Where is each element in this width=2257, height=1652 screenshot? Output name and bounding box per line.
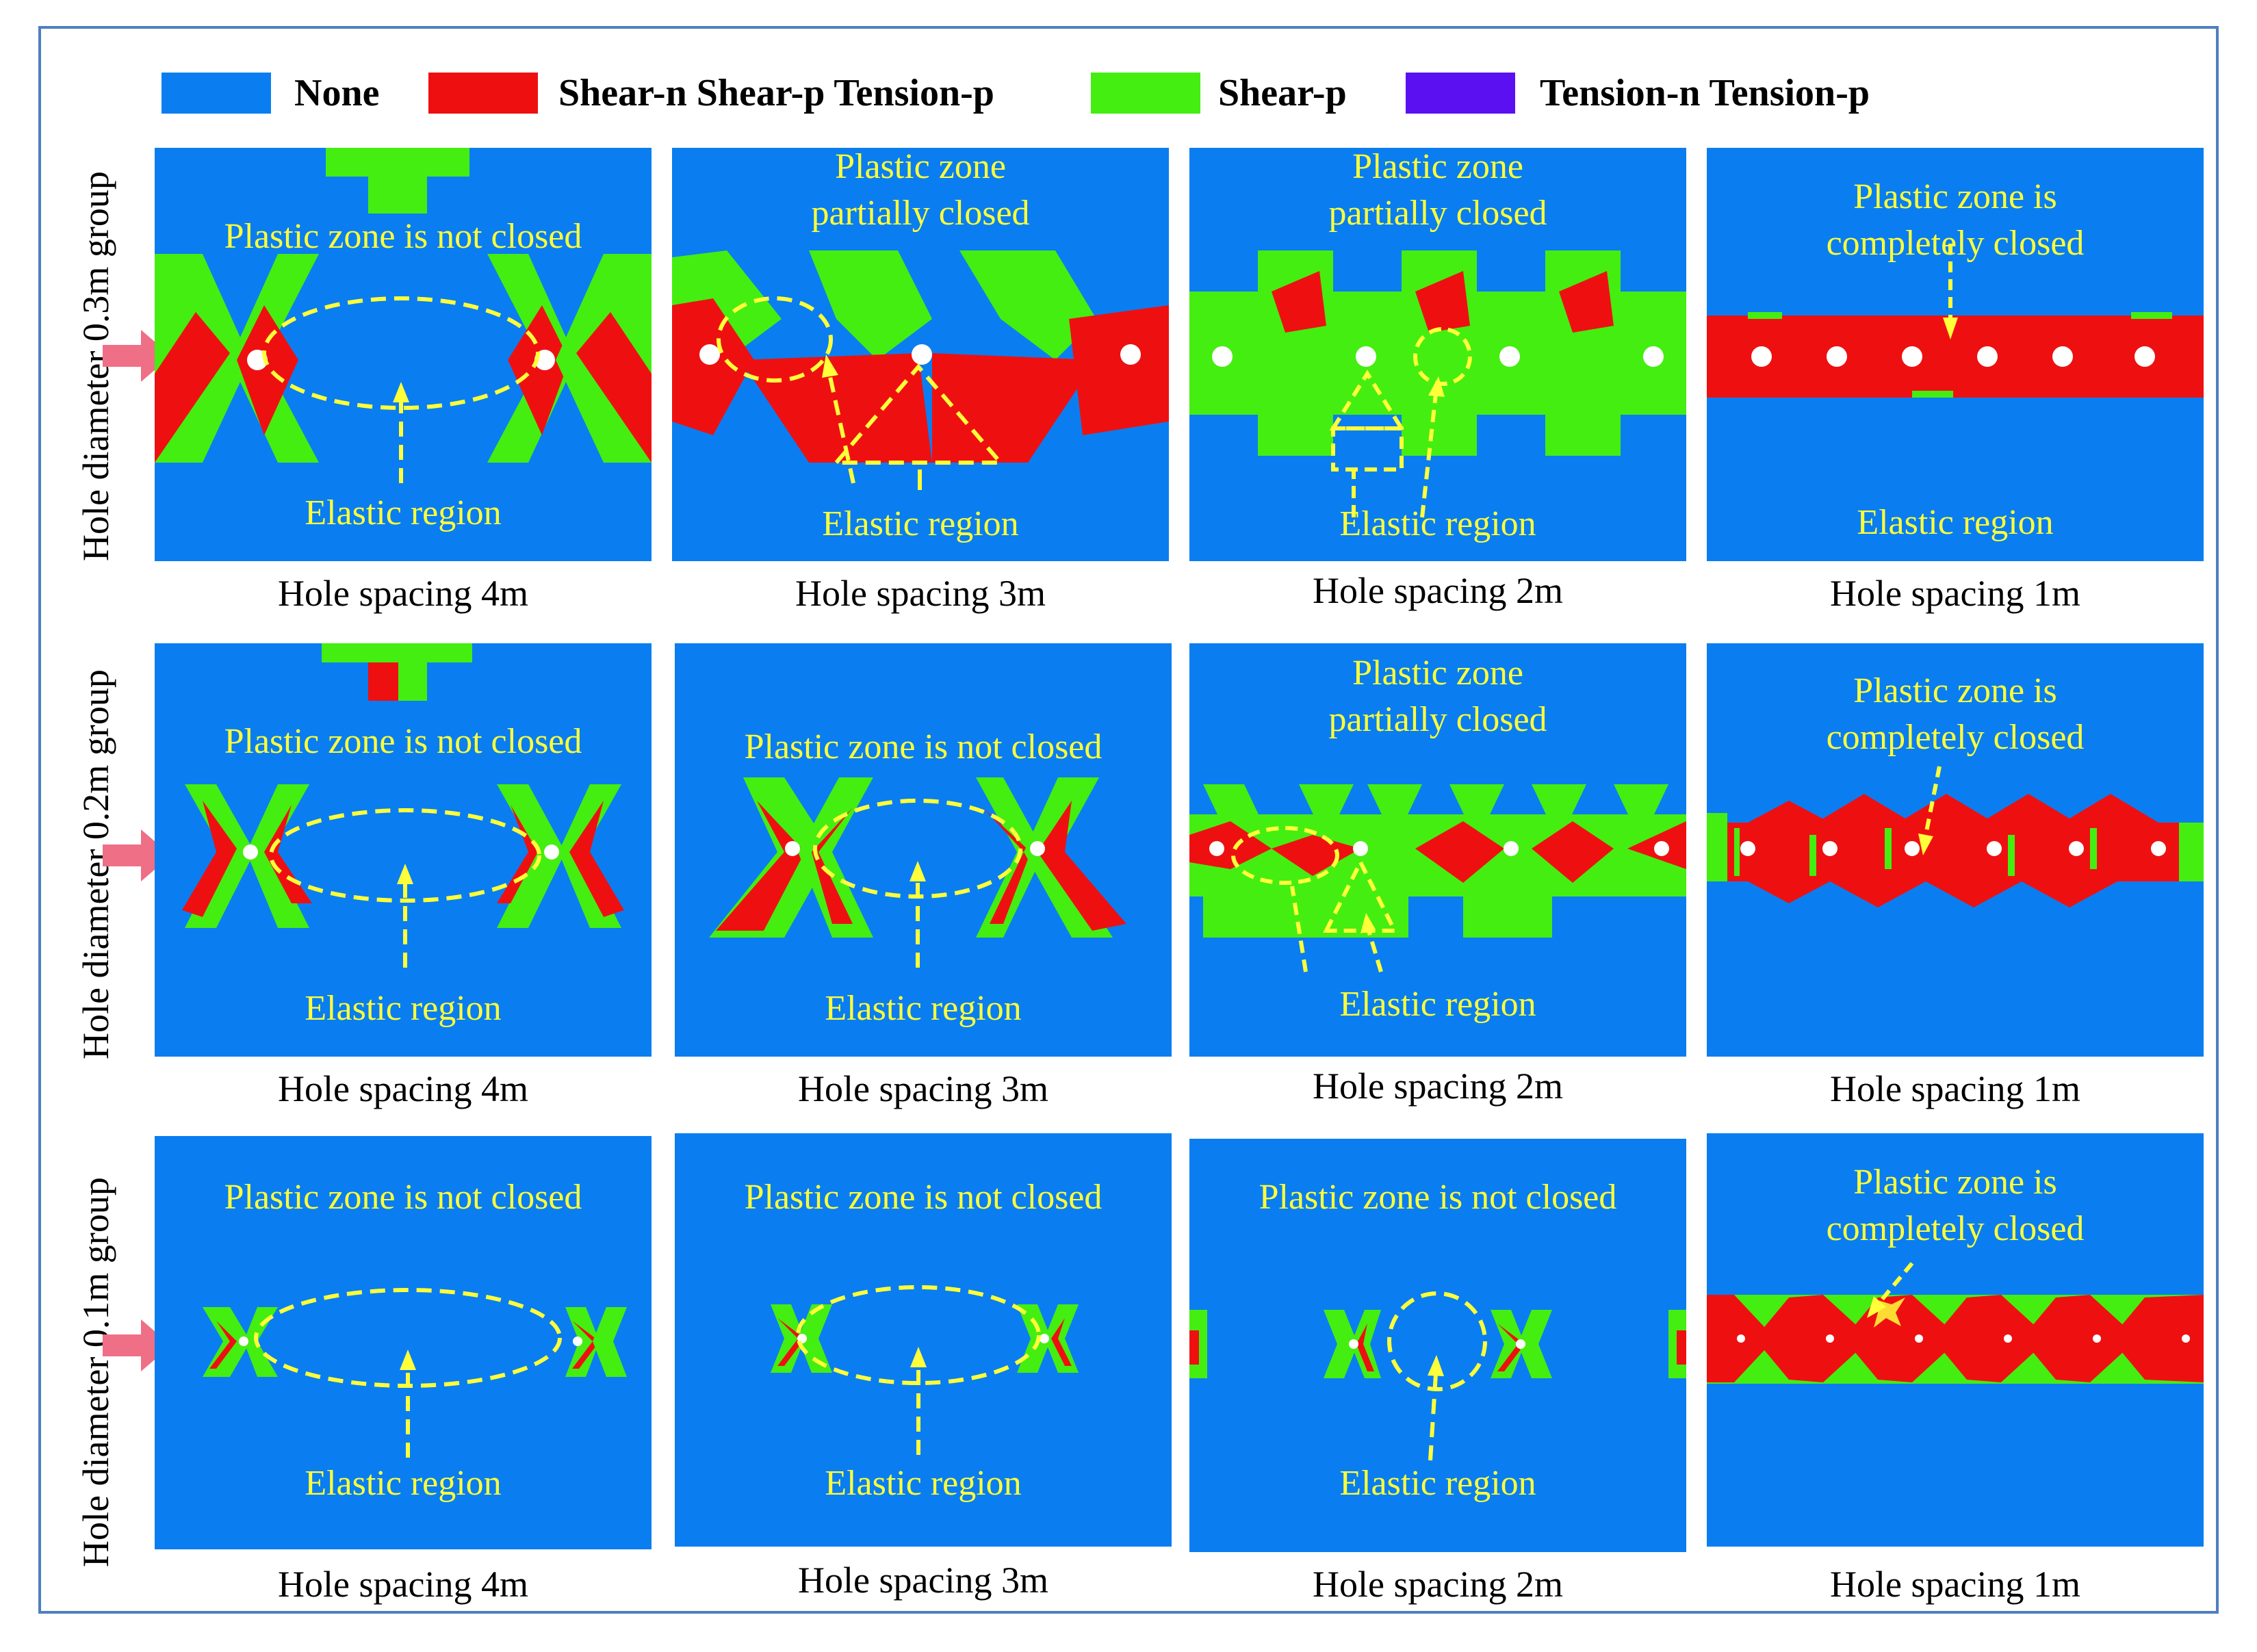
panel-caption: Hole spacing 4m [278, 573, 528, 614]
panel-caption: Hole spacing 2m [1313, 570, 1563, 611]
panel-status-line-1: Plastic zone [1352, 654, 1523, 693]
plastic-zone-map [1707, 244, 2204, 398]
panel-status-line-2: partially closed [1328, 700, 1547, 739]
panel-0.1m-3m: Plastic zone is not closed Elastic regio… [675, 1133, 1172, 1547]
panel-region-label: Elastic region [1857, 503, 2054, 542]
panel-status-line-1: Plastic zone is not closed [224, 722, 582, 761]
plastic-zone-map [1707, 1262, 2204, 1384]
panel-caption: Hole spacing 3m [798, 1560, 1048, 1601]
panel-0.3m-4m: Plastic zone is not closed Elastic regio… [155, 148, 652, 561]
panel-0.2m-3m: Plastic zone is not closed Elastic regio… [675, 643, 1172, 1057]
panel-caption: Hole spacing 3m [798, 1068, 1048, 1109]
panel-caption: Hole spacing 1m [1830, 1068, 2080, 1109]
panel-caption: Hole spacing 2m [1313, 1564, 1563, 1605]
legend-label-shear-tension: Shear-n Shear-p Tension-p [558, 72, 994, 114]
panel-region-label: Elastic region [1339, 985, 1536, 1024]
panel-0.2m-2m: Plastic zone partially closed Elastic re… [1189, 643, 1686, 1057]
panel-status-line-1: Plastic zone is not closed [744, 727, 1102, 766]
panel-status-line-1: Plastic zone [1352, 148, 1523, 186]
legend-label-shear-p: Shear-p [1218, 72, 1347, 114]
panel-status-line-1: Plastic zone is not closed [224, 1178, 582, 1217]
panel-0.1m-2m: Plastic zone is not closed Elastic regio… [1189, 1139, 1686, 1552]
panel-caption: Hole spacing 2m [1313, 1066, 1563, 1107]
panel-region-label: Elastic region [305, 989, 502, 1028]
plastic-zone-map [155, 148, 652, 483]
panel-caption: Hole spacing 4m [278, 1068, 528, 1109]
panel-region-label: Elastic region [1339, 504, 1536, 543]
panel-region-label: Elastic region [305, 1464, 502, 1503]
panel-0.3m-3m: Plastic zone partially closed Elastic re… [672, 148, 1169, 561]
figure-frame [38, 26, 2219, 1614]
panel-status-line-1: Plastic zone is not closed [744, 1178, 1102, 1217]
panel-status-line-1: Plastic zone is [1853, 177, 2057, 216]
panel-status-line-2: partially closed [811, 194, 1030, 233]
panel-region-label: Elastic region [825, 1464, 1022, 1503]
panel-0.3m-1m: Plastic zone is completely closed Elasti… [1707, 148, 2204, 561]
plastic-zone-map [1707, 766, 2204, 907]
panel-caption: Hole spacing 3m [795, 573, 1046, 614]
panel-region-label: Elastic region [822, 504, 1019, 543]
panel-0.2m-1m: Plastic zone is completely closed [1707, 643, 2204, 1057]
panel-0.1m-4m: Plastic zone is not closed Elastic regio… [155, 1136, 652, 1549]
plastic-zone-map [709, 777, 1126, 968]
row-arrow-0.3m [103, 330, 171, 382]
plastic-zone-map [1189, 1291, 1686, 1461]
panel-status-line-2: completely closed [1826, 1209, 2085, 1248]
plastic-zone-map [672, 250, 1169, 490]
panel-status-line-2: completely closed [1826, 718, 2085, 757]
panel-0.3m-2m: Plastic zone partially closed Elastic re… [1189, 148, 1686, 561]
panel-status-line-1: Plastic zone is [1853, 1163, 2057, 1202]
plastic-zone-map [182, 643, 624, 968]
legend-swatch-shear-tension [428, 73, 538, 114]
panel-status-line-2: completely closed [1826, 224, 2085, 263]
panel-status-line-1: Plastic zone is not closed [224, 217, 582, 256]
panel-status-line-1: Plastic zone is not closed [1259, 1178, 1617, 1217]
plastic-zone-map [203, 1288, 627, 1458]
panel-0.2m-4m: Plastic zone is not closed Elastic regio… [155, 643, 652, 1057]
panel-0.1m-1m: Plastic zone is completely closed [1707, 1133, 2204, 1547]
panel-status-line-1: Plastic zone [835, 148, 1006, 186]
panel-status-line-2: partially closed [1328, 194, 1547, 233]
panel-caption: Hole spacing 4m [278, 1564, 528, 1605]
plastic-zone-map [1189, 784, 1686, 972]
panel-region-label: Elastic region [305, 493, 502, 532]
panel-caption: Hole spacing 1m [1830, 1564, 2080, 1605]
row-arrow-0.2m [103, 829, 171, 881]
panel-status-line-1: Plastic zone is [1853, 671, 2057, 710]
legend-label-tension: Tension-n Tension-p [1540, 72, 1870, 114]
panel-region-label: Elastic region [825, 989, 1022, 1028]
row-arrow-0.1m [103, 1319, 171, 1371]
plastic-zone-map [771, 1285, 1079, 1455]
legend-swatch-none [162, 73, 271, 114]
legend-swatch-shear-p [1091, 73, 1200, 114]
legend-label-none: None [294, 72, 380, 114]
panel-caption: Hole spacing 1m [1830, 573, 2080, 614]
plastic-zone-map [1189, 250, 1686, 518]
legend-swatch-tension [1406, 73, 1515, 114]
panel-region-label: Elastic region [1339, 1464, 1536, 1503]
